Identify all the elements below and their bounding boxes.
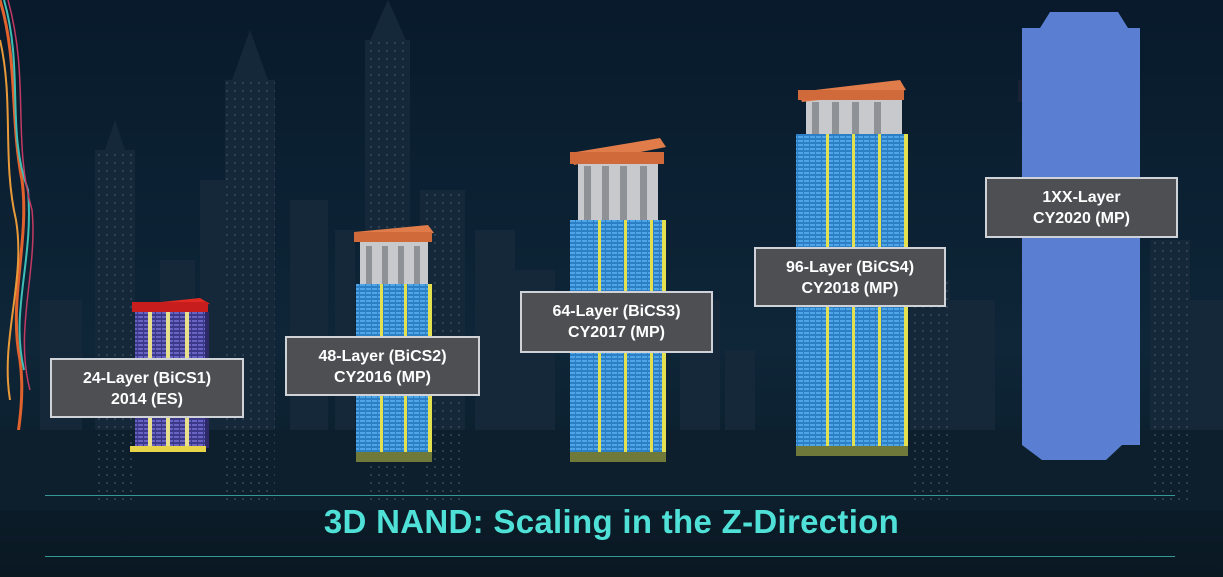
label-64-layer-name: 64-Layer (BiCS3) [552, 303, 681, 320]
slide-title: 3D NAND: Scaling in the Z-Direction [323, 503, 900, 540]
label-48-layer-name: 48-Layer (BiCS2) [318, 348, 447, 365]
label-96-layer-name: 96-Layer (BiCS4) [785, 259, 915, 276]
label-1xx-layer: 1XX-Layer CY2020 (MP) [985, 177, 1178, 238]
label-64-layer: 64-Layer (BiCS3) CY2017 (MP) [520, 291, 713, 353]
label-96-layer: 96-Layer (BiCS4) CY2018 (MP) [754, 247, 946, 307]
label-24-layer: 24-Layer (BiCS1) 2014 (ES) [50, 358, 244, 418]
label-24-layer-date: 2014 (ES) [110, 391, 184, 408]
label-1xx-layer-date: CY2020 (MP) [1033, 210, 1130, 227]
label-48-layer: 48-Layer (BiCS2) CY2016 (MP) [285, 336, 480, 396]
label-64-layer-date: CY2017 (MP) [568, 324, 665, 341]
label-48-layer-date: CY2016 (MP) [334, 369, 431, 386]
label-24-layer-name: 24-Layer (BiCS1) [82, 370, 212, 387]
label-96-layer-date: CY2018 (MP) [801, 280, 899, 297]
label-1xx-layer-name: 1XX-Layer [1042, 189, 1121, 206]
